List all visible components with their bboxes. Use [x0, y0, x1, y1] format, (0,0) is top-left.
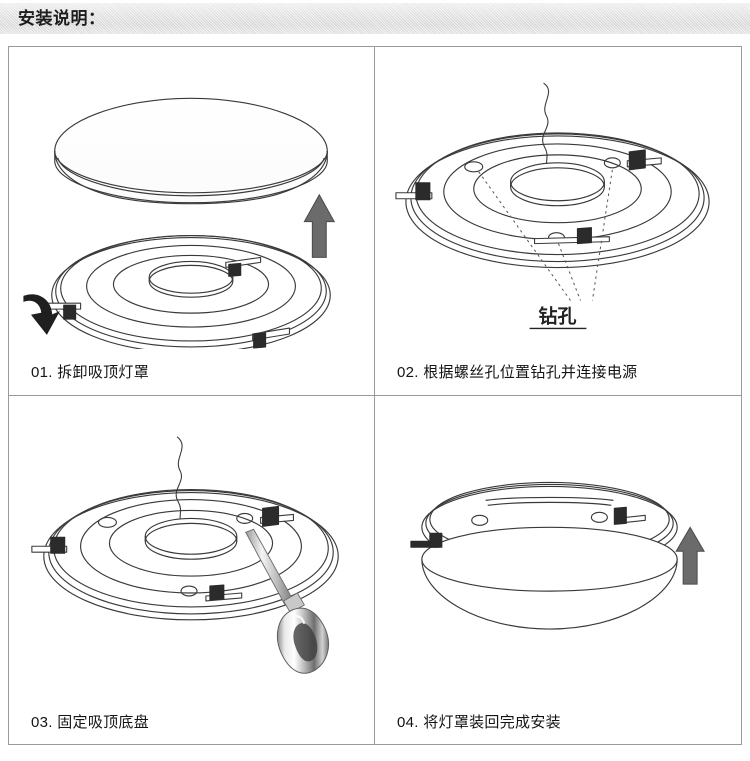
page-title: 安装说明：	[18, 9, 106, 28]
power-wire	[542, 82, 550, 164]
clip-tab	[225, 256, 262, 277]
step-caption-03: 03. 固定吸顶底盘	[31, 713, 150, 731]
screwdriver	[245, 528, 329, 674]
screw-hole	[603, 157, 621, 169]
step-panel-03: 03. 固定吸顶底盘	[9, 395, 375, 744]
page-header-bar: 安装说明：	[0, 3, 750, 34]
clip-tab	[31, 536, 68, 554]
screw-hole	[471, 514, 489, 526]
step-caption-01: 01. 拆卸吸顶灯罩	[31, 364, 150, 381]
screw-hole	[464, 161, 484, 173]
power-wire	[175, 435, 183, 518]
up-arrow	[675, 525, 705, 585]
reattach-cover-diagram	[375, 396, 741, 699]
instruction-steps-grid: 01. 拆卸吸顶灯罩	[8, 46, 742, 745]
screw-hole	[236, 512, 254, 524]
drill-annotation: 钻孔	[529, 304, 587, 330]
clip-tab	[205, 583, 243, 602]
clip-tab	[534, 227, 610, 245]
base-plate	[43, 488, 339, 620]
clip-tab	[410, 532, 443, 548]
clip-tab	[260, 505, 294, 527]
clip-tab	[395, 182, 433, 201]
drill-leader-lines	[478, 169, 613, 301]
clip-tab	[252, 327, 291, 349]
lamp-dome-cover	[54, 97, 328, 205]
up-arrow	[303, 193, 336, 258]
step-panel-01: 01. 拆卸吸顶灯罩	[9, 47, 375, 396]
step-panel-02: 钻孔 02. 根据螺丝孔位置钻孔并连接电源	[375, 47, 741, 396]
step-panel-04: 04. 将灯罩装回完成安装	[375, 396, 741, 745]
screw-hole	[97, 516, 117, 528]
screw-hole	[180, 584, 198, 597]
drill-annotation-text: 钻孔	[539, 304, 577, 327]
base-plate	[51, 234, 331, 349]
screw-hole	[590, 511, 608, 523]
step-caption-04: 04. 将灯罩装回完成安装	[397, 713, 561, 731]
clip-tab	[613, 506, 646, 525]
lamp-dome-cover	[421, 526, 678, 630]
drill-holes-connect-power-diagram: 钻孔	[375, 47, 741, 349]
assembled-lamp	[421, 481, 678, 630]
fix-base-plate-diagram	[9, 396, 374, 699]
remove-lamp-cover-diagram	[9, 47, 374, 349]
clip-tab	[626, 149, 662, 171]
base-plate	[405, 132, 710, 269]
step-caption-02: 02. 根据螺丝孔位置钻孔并连接电源	[397, 364, 638, 381]
rotate-arrow	[23, 294, 60, 335]
